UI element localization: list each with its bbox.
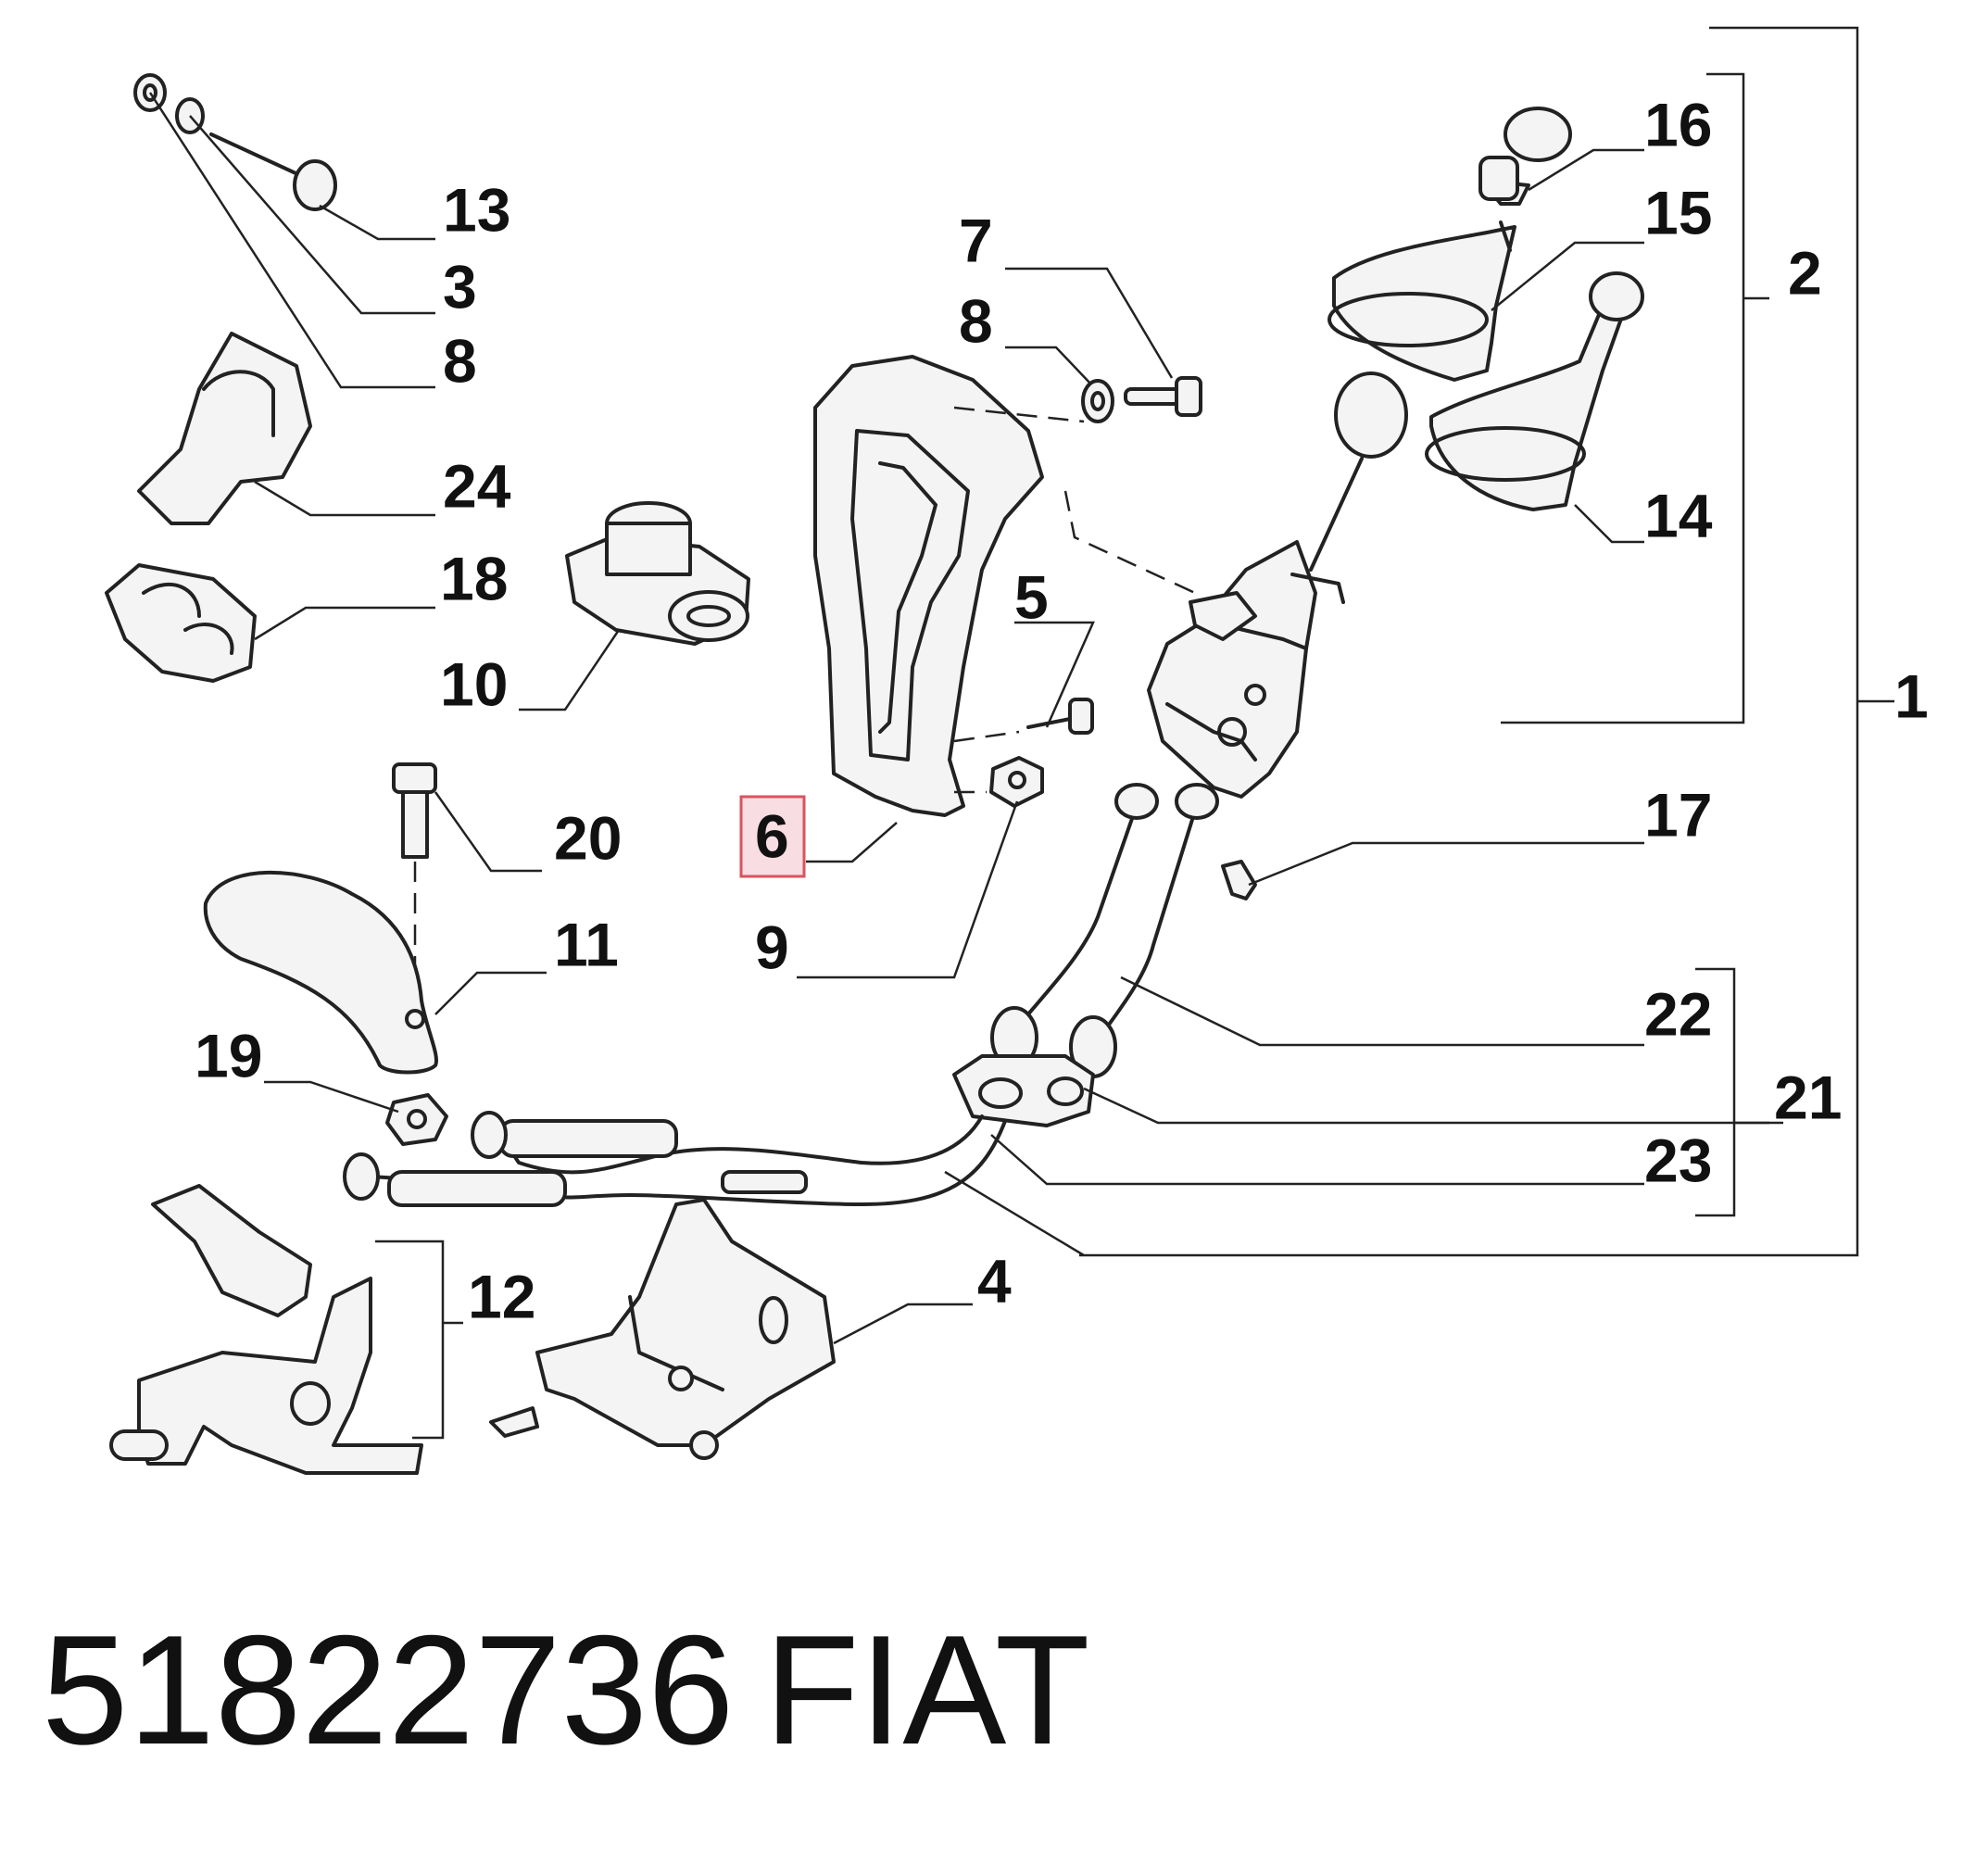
bolt-20 (392, 762, 437, 1010)
lever-11 (203, 870, 438, 1075)
label-4: 4 (977, 1246, 1012, 1315)
label-7: 7 (959, 206, 993, 274)
label-16: 16 (1644, 90, 1712, 158)
nut-19 (385, 1093, 448, 1146)
boot-14 (1425, 271, 1644, 511)
gear-shift-assembly-diagram: 1 2 3 4 5 6 7 8 8 9 10 11 12 13 14 15 16… (105, 26, 1929, 1475)
label-9: 9 (755, 913, 789, 981)
clamp-18 (105, 563, 257, 683)
cable-22 (1069, 783, 1219, 1078)
lever-bracket-12 (109, 1184, 423, 1475)
label-14: 14 (1644, 481, 1713, 549)
bracket-group-1 (1079, 26, 1894, 1257)
label-13: 13 (443, 175, 510, 244)
label-23: 23 (1644, 1126, 1712, 1194)
label-15: 15 (1644, 178, 1712, 246)
label-8-bolt: 8 (443, 326, 477, 395)
bracket-clip-24 (137, 332, 312, 525)
mounting-plate-4 (489, 1198, 836, 1460)
label-10: 10 (440, 649, 508, 718)
label-20: 20 (554, 803, 622, 872)
mounting-bracket-6 (813, 355, 1044, 817)
part-number: 51822736 (42, 1603, 735, 1777)
label-5: 5 (1014, 562, 1049, 631)
shift-lever-assembly-1 (1147, 371, 1408, 799)
screw-5 (1026, 698, 1094, 735)
bolt-washer-set (133, 73, 337, 211)
cable-plate (952, 1054, 1095, 1127)
label-22: 22 (1644, 979, 1712, 1048)
label-17: 17 (1644, 780, 1712, 849)
bracket-group-2 (1501, 72, 1769, 724)
label-12: 12 (468, 1262, 535, 1330)
label-2: 2 (1788, 238, 1822, 307)
nut-9 (989, 756, 1044, 808)
boot-15 (1327, 220, 1516, 382)
cable-23 (990, 783, 1159, 1069)
label-8-washer: 8 (959, 286, 993, 355)
clip-17 (1221, 860, 1257, 900)
label-1: 1 (1894, 661, 1929, 730)
label-24: 24 (443, 451, 511, 520)
bolt-7 (1124, 376, 1202, 417)
caption: 51822736 FIAT (0, 1612, 1988, 1844)
brand-name: FIAT (764, 1603, 1090, 1777)
label-6: 6 (755, 801, 789, 870)
washer-8 (1081, 379, 1114, 423)
cable-run (343, 1111, 1007, 1207)
knob-16 (1478, 107, 1572, 206)
bushing-10 (565, 501, 750, 646)
label-21: 21 (1774, 1063, 1842, 1131)
bracket-group-12 (375, 1240, 463, 1440)
label-18: 18 (440, 544, 508, 612)
label-3: 3 (443, 252, 477, 321)
label-11: 11 (554, 910, 619, 978)
part-labels: 1 2 3 4 5 6 7 8 8 9 10 11 12 13 14 15 16… (195, 90, 1929, 1330)
highlight-box (739, 795, 806, 878)
label-19: 19 (195, 1021, 262, 1089)
